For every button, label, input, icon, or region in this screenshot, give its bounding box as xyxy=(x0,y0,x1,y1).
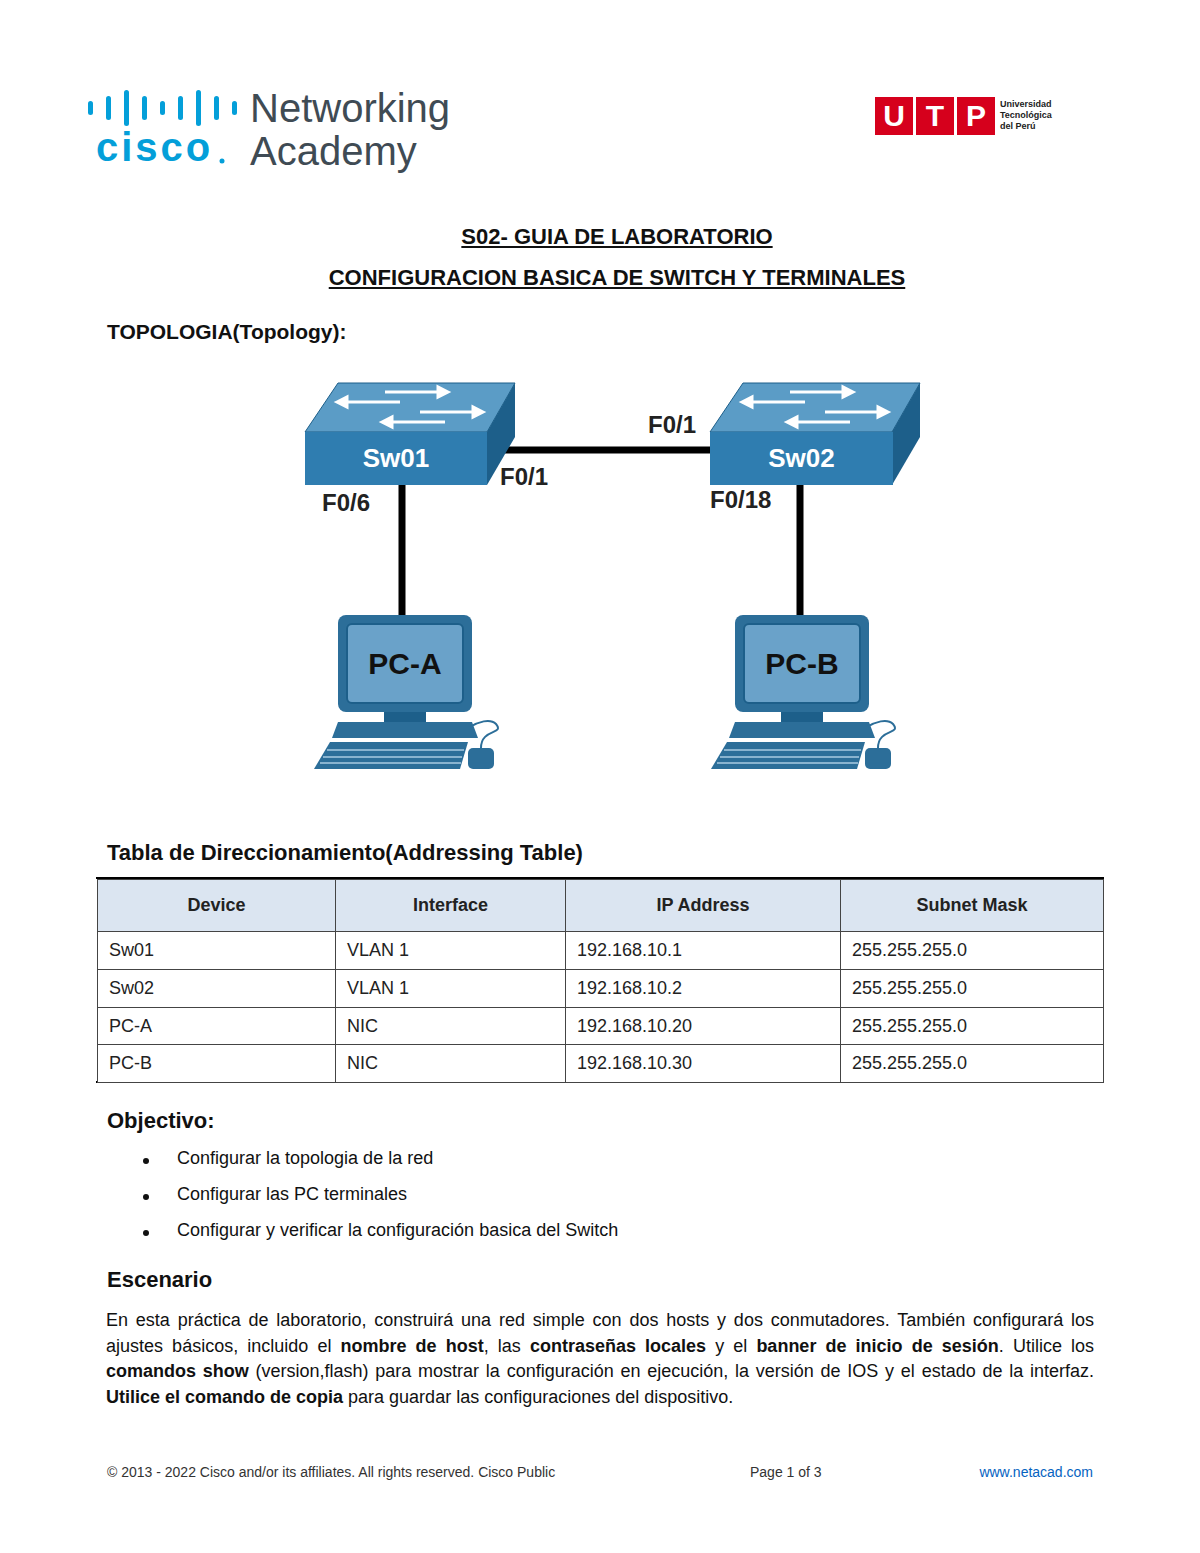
bold-run: contraseñas locales xyxy=(530,1336,706,1356)
text-run: , las xyxy=(484,1336,530,1356)
table-cell: VLAN 1 xyxy=(335,931,566,970)
table-cell: NIC xyxy=(335,1044,566,1083)
bullet-dot xyxy=(143,1194,149,1200)
pc-screen: PC-A xyxy=(346,623,464,704)
table-cell: NIC xyxy=(335,1007,566,1045)
bullet-dot xyxy=(143,1230,149,1236)
footer-text: Page 1 of 3 xyxy=(750,1464,822,1481)
pc-screen: PC-B xyxy=(743,623,861,704)
text-run: para guardar las configuraciones del dis… xyxy=(343,1387,733,1407)
bullet-item: Configurar y verificar la configuración … xyxy=(177,1220,618,1242)
table-cell: 255.255.255.0 xyxy=(840,969,1104,1008)
table-cell: PC-B xyxy=(97,1044,336,1083)
section-heading: Tabla de Direccionamiento(Addressing Tab… xyxy=(107,840,583,866)
table-cell: 255.255.255.0 xyxy=(840,1044,1104,1083)
table-header-cell: Interface xyxy=(335,879,566,932)
table-cell: 192.168.10.20 xyxy=(565,1007,841,1045)
table-rule xyxy=(96,877,1104,1083)
bullet-item: Configurar la topologia de la red xyxy=(177,1148,433,1170)
network-cable xyxy=(399,485,406,623)
port-label: F0/18 xyxy=(710,486,771,515)
text-run: (version,flash) para mostrar la configur… xyxy=(249,1361,1094,1381)
bold-run: banner de inicio de sesión xyxy=(756,1336,998,1356)
table-cell: Sw01 xyxy=(97,931,336,970)
pc-icon xyxy=(314,615,498,769)
footer-link: www.netacad.com xyxy=(893,1464,1093,1481)
node-label: Sw01 xyxy=(363,443,430,474)
table-cell: PC-A xyxy=(97,1007,336,1045)
page-title: S02- GUIA DE LABORATORIO xyxy=(34,224,1200,250)
section-heading: TOPOLOGIA(Topology): xyxy=(107,319,347,344)
table-header-cell: Subnet Mask xyxy=(840,879,1104,932)
node-label: PC-A xyxy=(368,646,441,682)
pc-icon xyxy=(711,615,895,769)
text-run: . Utilice los xyxy=(999,1336,1094,1356)
table-cell: 192.168.10.2 xyxy=(565,969,841,1008)
logo-letter: T xyxy=(916,97,954,135)
logo-wordmark: Academy xyxy=(250,127,417,175)
table-cell: 255.255.255.0 xyxy=(840,931,1104,970)
port-label: F0/6 xyxy=(322,489,370,518)
logo-university-name: Universidad Tecnológica del Perú xyxy=(1000,99,1066,132)
node-label: PC-B xyxy=(765,646,838,682)
scenario-paragraph: En esta práctica de laboratorio, constru… xyxy=(106,1308,1094,1410)
table-header-cell: IP Address xyxy=(565,879,841,932)
bullet-item: Configurar las PC terminales xyxy=(177,1184,407,1206)
table-cell: 192.168.10.1 xyxy=(565,931,841,970)
logo-letter: U xyxy=(875,97,913,135)
switch-icon xyxy=(305,383,515,485)
logo-letter: P xyxy=(957,97,995,135)
switch-box: Sw02 xyxy=(710,432,893,485)
logo-wordmark: Networking xyxy=(250,84,450,132)
bullet-dot xyxy=(143,1158,149,1164)
port-label: F0/1 xyxy=(500,463,548,492)
port-label: F0/1 xyxy=(648,411,696,440)
logo-cisco: cisco xyxy=(96,123,213,171)
table-cell: Sw02 xyxy=(97,969,336,1008)
network-cable xyxy=(797,485,804,623)
table-cell: 192.168.10.30 xyxy=(565,1044,841,1083)
footer-text: © 2013 - 2022 Cisco and/or its affiliate… xyxy=(107,1464,555,1481)
section-heading: Escenario xyxy=(107,1267,212,1293)
bold-run: Utilice el comando de copia xyxy=(106,1387,343,1407)
node-label: Sw02 xyxy=(768,443,835,474)
network-cable xyxy=(487,447,710,454)
section-heading: Objectivo: xyxy=(107,1108,215,1134)
bold-run: comandos show xyxy=(106,1361,249,1381)
page-subtitle: CONFIGURACION BASICA DE SWITCH Y TERMINA… xyxy=(34,265,1200,291)
switch-box: Sw01 xyxy=(305,432,487,485)
table-cell: VLAN 1 xyxy=(335,969,566,1008)
table-header-cell: Device xyxy=(97,879,336,932)
bold-run: nombre de host xyxy=(340,1336,483,1356)
table-cell: 255.255.255.0 xyxy=(840,1007,1104,1045)
switch-icon xyxy=(710,383,920,485)
text-run: y el xyxy=(706,1336,756,1356)
